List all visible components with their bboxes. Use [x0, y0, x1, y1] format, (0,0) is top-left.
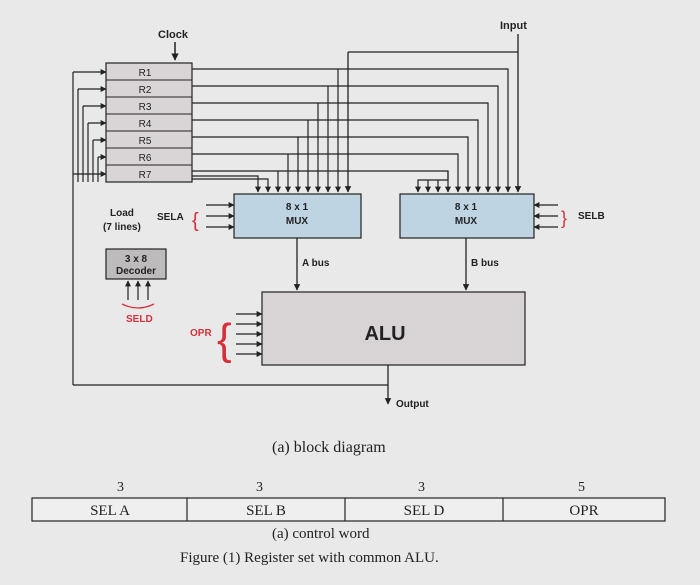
sela-lines: [206, 202, 235, 230]
register-r4: R4: [139, 119, 152, 130]
mux-a: 8 x 1 MUX: [233, 193, 362, 239]
opr-label: OPR: [190, 328, 212, 339]
sela-brace: {: [192, 210, 199, 232]
decoder: 3 x 8 Decoder: [105, 248, 167, 280]
register-r6: R6: [139, 153, 152, 164]
load-lines: [72, 69, 107, 385]
output-label: Output: [396, 399, 429, 410]
decoder-label: Decoder: [116, 266, 156, 277]
field-sel-b: SEL B: [246, 503, 286, 519]
field-opr: OPR: [569, 503, 598, 519]
register-r1: R1: [139, 68, 152, 79]
mux-a-size: 8 x 1: [286, 202, 309, 213]
a-bus-label: A bus: [302, 258, 330, 269]
register-r2: R2: [139, 85, 152, 96]
decoder-size: 3 x 8: [125, 254, 148, 265]
alu-label: ALU: [364, 323, 405, 345]
sela-label: SELA: [157, 212, 184, 223]
field-sel-a: SEL A: [90, 503, 130, 519]
seld-lines: [125, 280, 151, 300]
mux-b-label: MUX: [455, 216, 478, 227]
opr-brace: {: [217, 315, 232, 364]
selb-label: SELB: [578, 211, 605, 222]
control-word-caption: (a) control word: [272, 526, 370, 542]
mux-b: 8 x 1 MUX: [399, 193, 535, 239]
opr-lines: [236, 311, 263, 357]
seld-brace: [121, 303, 155, 309]
selb-bits: 3: [256, 480, 263, 495]
selb-brace: }: [561, 208, 567, 228]
register-r3: R3: [139, 102, 152, 113]
control-word: 3 3 3 5 SEL A SEL B SEL D OPR: [31, 480, 666, 522]
register-output-lines: [192, 68, 511, 193]
seld-bits: 3: [418, 480, 425, 495]
load-lines-label: (7 lines): [103, 222, 141, 233]
opr-bits: 5: [578, 480, 585, 495]
sela-bits: 3: [117, 480, 124, 495]
input-label: Input: [500, 20, 527, 32]
mux-b-size: 8 x 1: [455, 202, 478, 213]
block-diagram-caption: (a) block diagram: [272, 439, 386, 456]
mux-a-label: MUX: [286, 216, 309, 227]
register-r7: R7: [139, 170, 152, 181]
load-label: Load: [110, 208, 134, 219]
register-stack: R1 R2 R3 R4 R5 R6 R7: [105, 62, 193, 183]
selb-lines: [533, 202, 558, 230]
register-r5: R5: [139, 136, 152, 147]
figure-caption: Figure (1) Register set with common ALU.: [180, 550, 439, 566]
b-bus-label: B bus: [471, 258, 499, 269]
clock-label: Clock: [158, 29, 189, 41]
seld-label: SELD: [126, 314, 153, 325]
alu: ALU: [261, 291, 526, 366]
field-sel-d: SEL D: [404, 503, 445, 519]
